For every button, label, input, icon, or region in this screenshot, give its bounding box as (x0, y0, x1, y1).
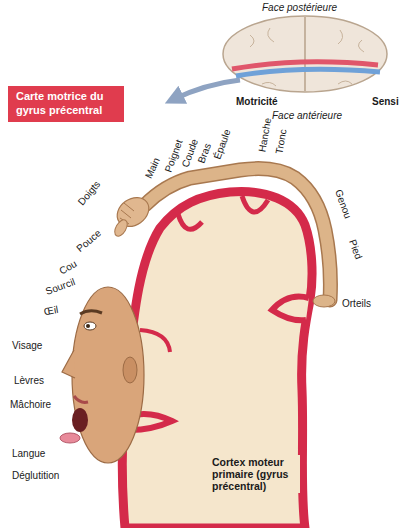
body-part-label: Mâchoire (10, 399, 51, 411)
title-box: Carte motrice du gyrus précentral (8, 86, 124, 122)
cortex-section (122, 192, 312, 528)
view-label: Face postérieure (262, 2, 337, 14)
pointer-arrow (172, 80, 240, 100)
homunculus-head (60, 287, 144, 463)
body-part-label: Tronc (273, 128, 289, 155)
body-part-label: Doigts (76, 179, 103, 208)
body-part-label: Pouce (74, 227, 103, 254)
body-part-label: Hanche (256, 117, 273, 153)
view-label: Face antérieure (272, 110, 342, 122)
body-part-label: Pied (347, 238, 365, 261)
zone-label: Motricité (236, 96, 278, 108)
body-part-label: Lèvres (14, 375, 44, 387)
region-label: Cortex moteur primaire (gyrus précentral… (210, 455, 300, 493)
box-title: Carte motrice du gyrus précentral (16, 90, 116, 118)
body-part-label: Langue (12, 448, 45, 460)
zone-label: Sensi (372, 96, 399, 108)
brain-top-view (223, 16, 387, 92)
body-part-label: Genou (333, 188, 354, 220)
body-part-label: Sourcil (44, 276, 77, 297)
body-part-label: Main (143, 156, 163, 181)
body-part-label: Cou (57, 258, 79, 277)
body-part-label: Œil (43, 304, 59, 318)
body-part-label: Déglutition (12, 470, 59, 482)
homunculus-body (112, 169, 335, 307)
body-part-label: Épaule (212, 128, 233, 161)
body-part-label: Visage (12, 340, 42, 352)
body-part-label: Orteils (342, 298, 371, 310)
